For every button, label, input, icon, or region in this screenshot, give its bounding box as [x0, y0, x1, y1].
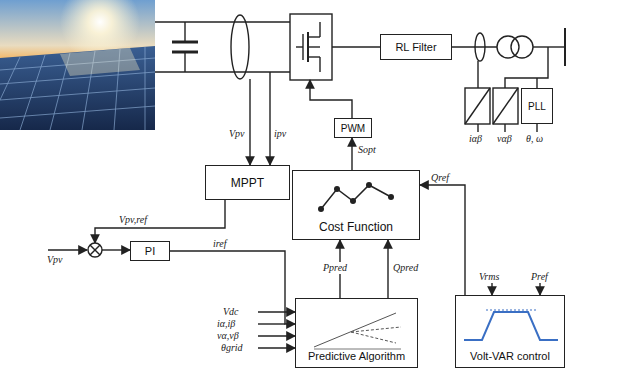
signal-name: Vpv [228, 128, 246, 140]
signal-name: θgrid [220, 342, 244, 354]
process-box: Cost Function [292, 170, 420, 240]
signal-arrow [420, 185, 465, 295]
signal-name: Vrms [478, 271, 500, 283]
process-box: PI [130, 241, 170, 261]
edge-label: Qref [430, 172, 450, 184]
box-label: Predictive Algorithm [308, 350, 405, 362]
box-label: Volt-VAR control [470, 350, 550, 362]
signal-name: Pref [530, 271, 549, 283]
signal-name: Vdc [222, 306, 240, 318]
box-label: Cost Function [319, 220, 393, 234]
signal-name: θ, ω [525, 133, 544, 145]
box-label: RL Filter [395, 41, 436, 53]
signal-name: Vpv,ref [118, 214, 148, 226]
process-box: Predictive Algorithm [295, 298, 418, 368]
solar-panel-photo [0, 0, 155, 130]
process-box: MPPT [205, 165, 290, 200]
signal-name: Ppred [322, 262, 348, 274]
signal-name: iαβ [468, 133, 483, 145]
signal-arrow [170, 251, 295, 324]
signal-name: Qpred [392, 262, 419, 274]
box-label: MPPT [231, 176, 264, 190]
edge-label: iref [212, 238, 228, 250]
signal-name: iα,iβ [216, 318, 236, 330]
process-box: Volt-VAR control [455, 295, 565, 368]
signal-name: ipv [273, 128, 287, 140]
process-box: RL Filter [380, 34, 452, 60]
signal-name: vαβ [496, 133, 513, 145]
box-label: PI [145, 245, 155, 257]
signal-name: Vpv [46, 254, 64, 266]
box-label: PWM [341, 123, 365, 134]
box-label: PLL [528, 101, 546, 112]
process-box: PLL [521, 88, 553, 124]
process-box: PWM [334, 118, 372, 138]
signal-name: Sopt [357, 144, 377, 156]
signal-arrow [351, 138, 352, 170]
signal-name: vα,vβ [216, 330, 240, 342]
